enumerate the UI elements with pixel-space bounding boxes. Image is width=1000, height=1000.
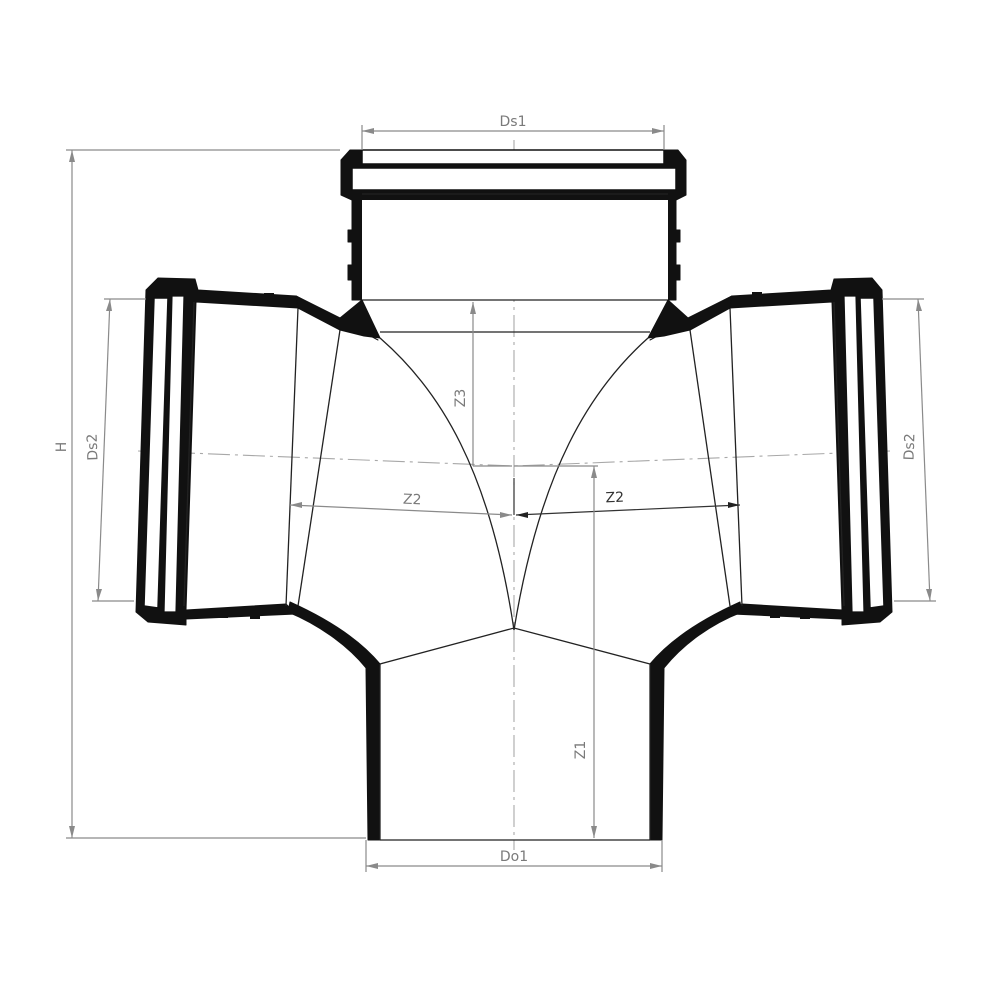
dimension-z3: Z3 [453, 302, 512, 467]
dimension-label-do1: Do1 [500, 849, 528, 865]
dimension-z2-left: Z2 [289, 492, 513, 518]
dimension-label-ds1: Ds1 [500, 114, 527, 130]
dimension-label-z3: Z3 [453, 389, 469, 408]
dimension-z2-right: Z2 [513, 478, 741, 518]
dimension-ds2-left: Ds2 [85, 298, 146, 602]
dimension-ds1: Ds1 [361, 114, 665, 150]
dimension-label-z2-right: Z2 [605, 490, 624, 507]
dimension-label-h: H [54, 442, 70, 453]
dimension-z1: Z1 [514, 465, 598, 838]
left-socket [135, 277, 379, 626]
dimension-label-z2-left: Z2 [403, 492, 422, 509]
dimension-do1: Do1 [365, 840, 663, 872]
top-socket [340, 149, 687, 333]
body-shell [287, 295, 743, 841]
dimension-label-ds2-left: Ds2 [85, 433, 102, 461]
dimension-ds2-right: Ds2 [882, 298, 936, 602]
right-socket [649, 277, 893, 626]
dimension-label-ds2-right: Ds2 [902, 433, 919, 461]
dimension-label-z1: Z1 [573, 741, 589, 760]
dimension-h: H [54, 149, 366, 839]
